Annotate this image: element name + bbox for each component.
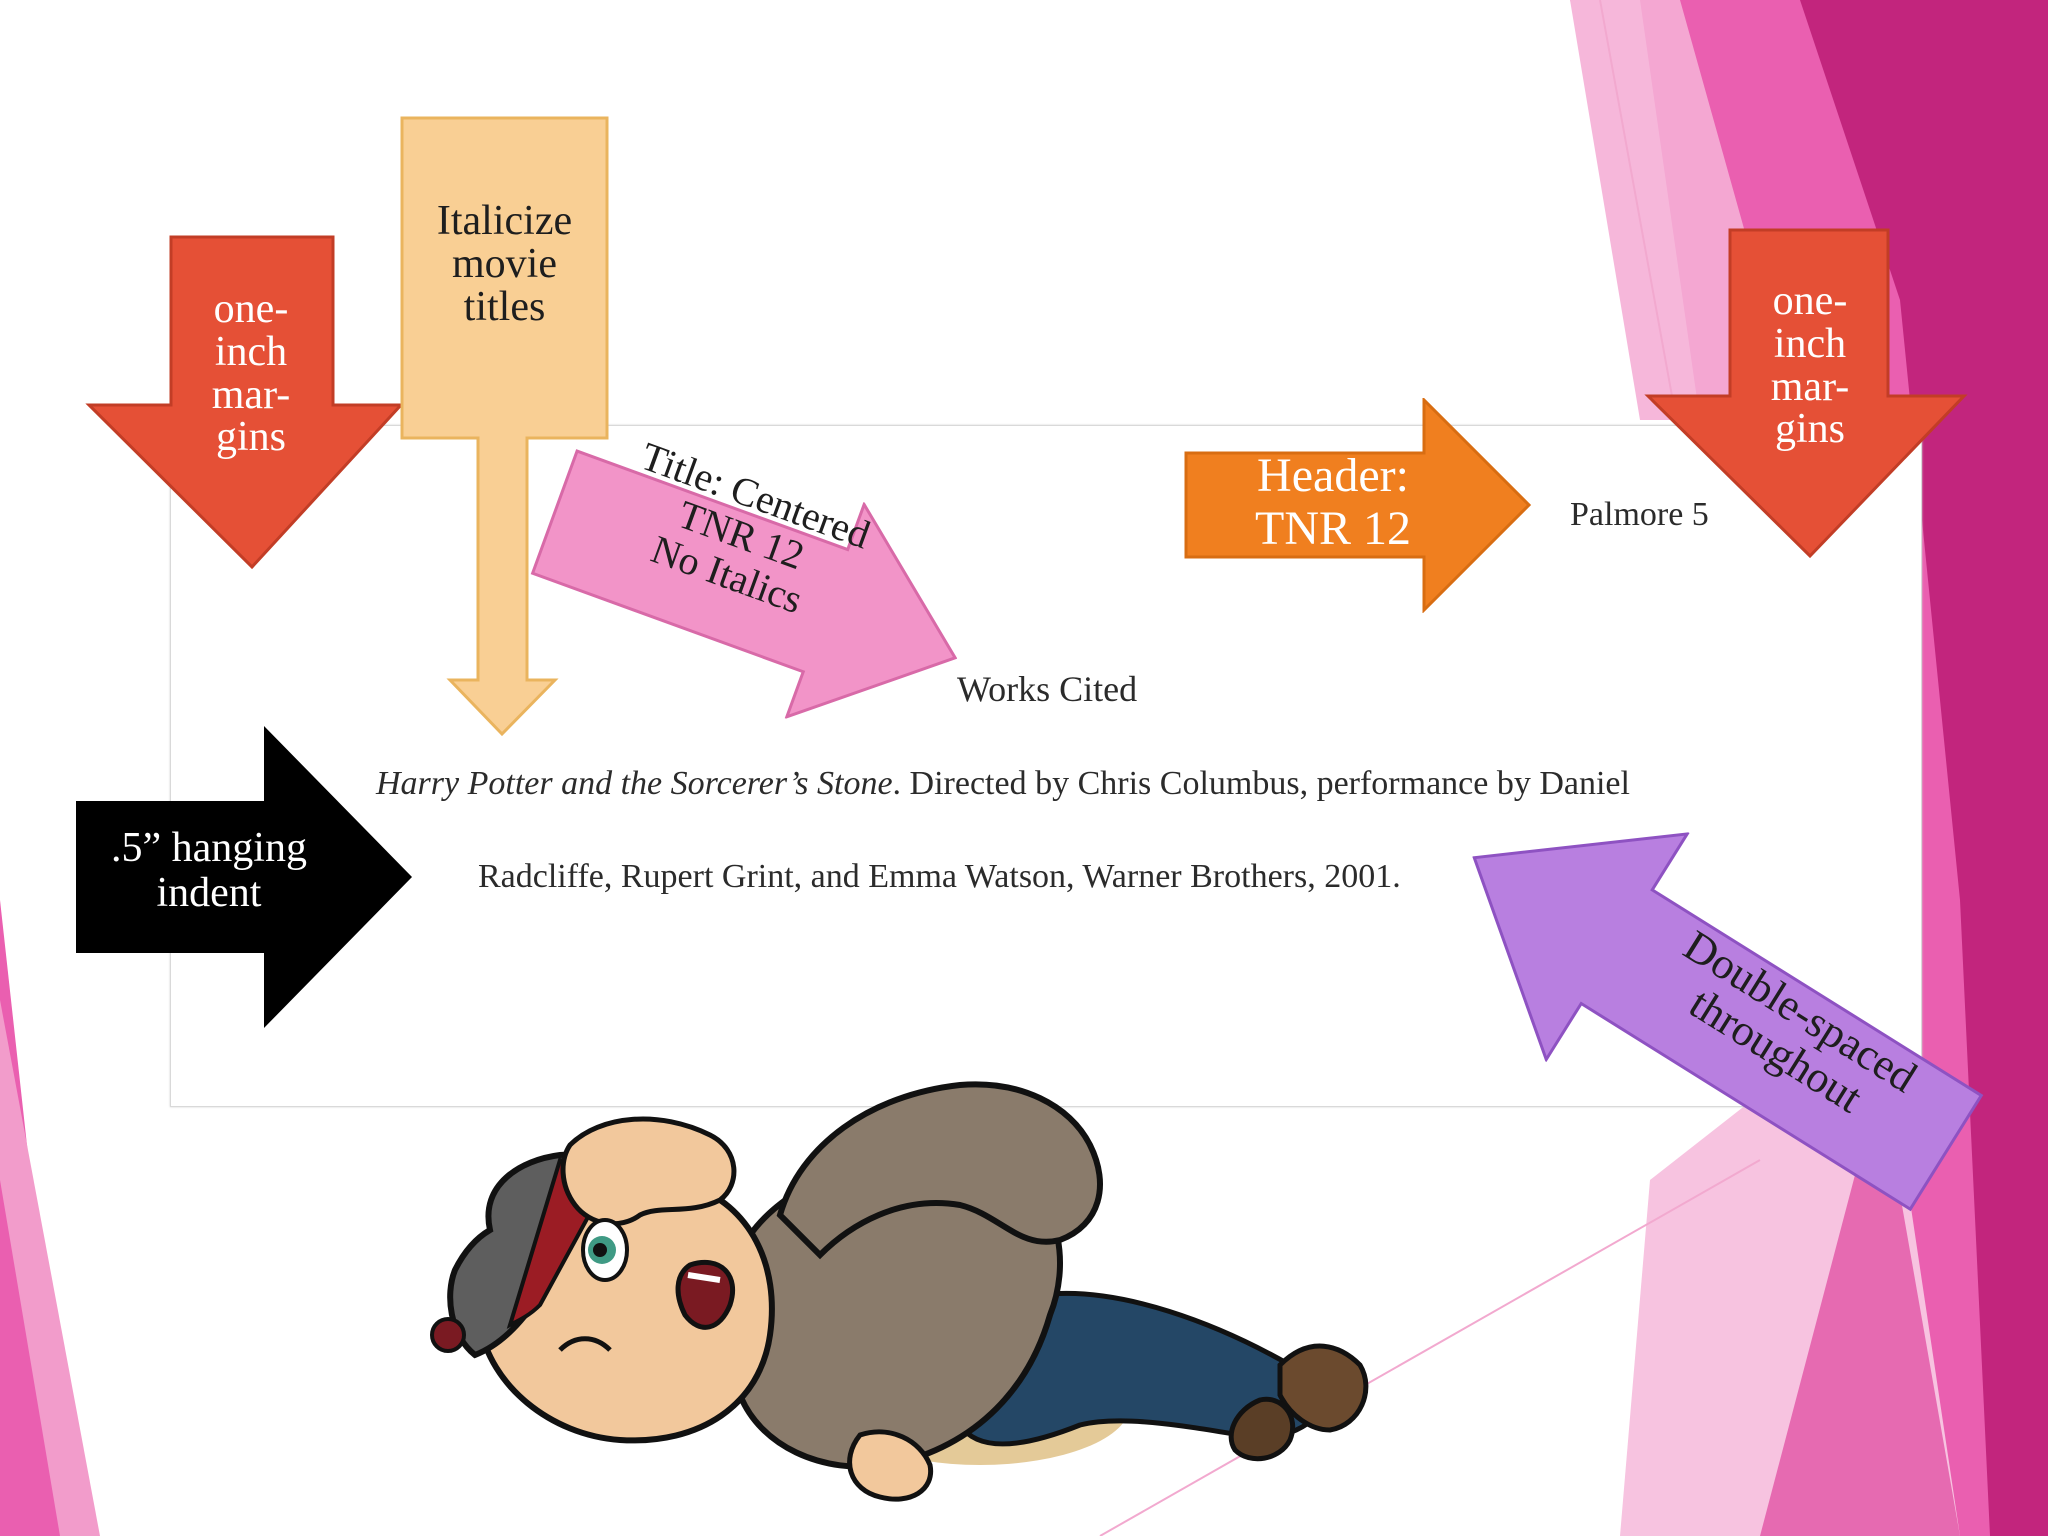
header-note-label: Header: TNR 12 — [1255, 449, 1411, 555]
works-cited-title: Works Cited — [957, 669, 1138, 709]
bitmoji-character-lying-down-icon — [430, 1081, 1369, 1502]
indent-note-label: .5” hanging indent — [111, 825, 307, 917]
citation-movie-title: Harry Potter and the Sorcerer’s Stone — [376, 765, 893, 802]
title-note-arrow: Title: Centered TNR 12 No Italics — [514, 403, 997, 766]
italicize-label: Italicize movie titles — [436, 198, 573, 330]
italicize-arrow-icon — [400, 116, 609, 737]
indent-arrow-icon — [76, 726, 412, 1028]
citation-line-1: Harry Potter and the Sorcerer’s Stone. D… — [376, 765, 1630, 803]
left-margin-label: one- inch mar- gins — [211, 286, 291, 461]
left-margin-arrow-icon — [85, 235, 405, 570]
header-text: Palmore 5 — [1570, 496, 1709, 533]
spacing-arrow-icon — [1472, 832, 1984, 1212]
citation-line-2: Radcliffe, Rupert Grint, and Emma Watson… — [478, 858, 1401, 895]
citation-line-1-rest: . Directed by Chris Columbus, performanc… — [892, 765, 1630, 802]
right-margin-arrow-icon — [1644, 228, 1968, 559]
title-arrow-icon — [530, 449, 958, 720]
spacing-note-arrow: Double-spaced throughout — [1401, 742, 2019, 1268]
right-margin-label: one- inch mar- gins — [1770, 278, 1850, 453]
header-arrow-icon — [1184, 398, 1532, 613]
